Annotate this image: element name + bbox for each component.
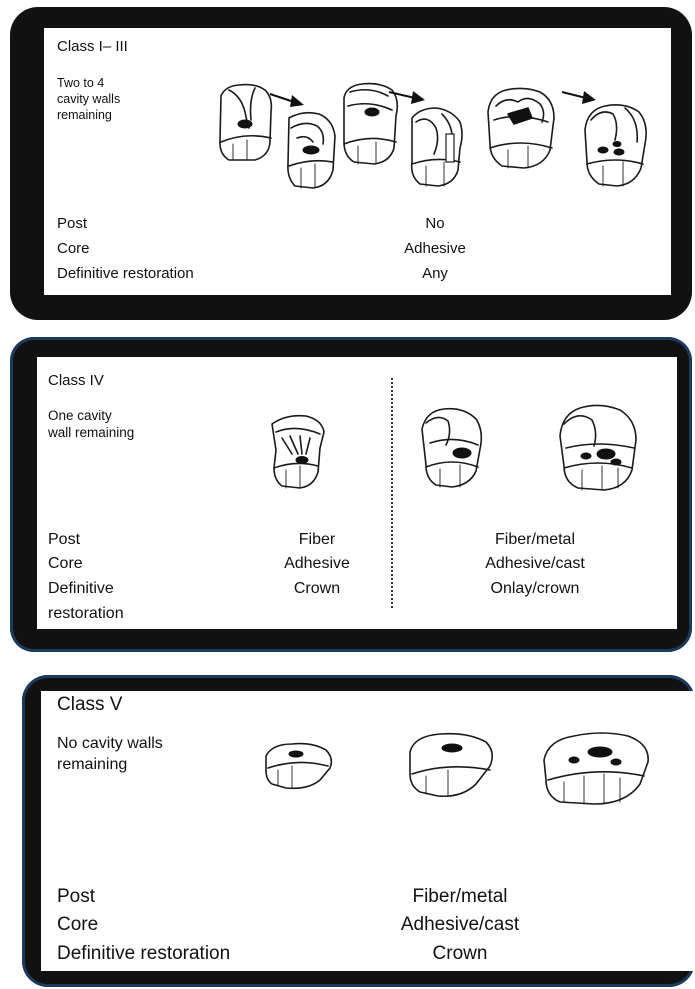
label-core: Core (57, 240, 90, 257)
panel-title: Class IV (48, 372, 104, 389)
value-post: Fiber/metal (412, 886, 508, 907)
tooth-icon (584, 104, 647, 187)
panel-title: Class V (57, 694, 123, 715)
label-core: Core (57, 914, 99, 935)
panel-title: Class I– III (57, 38, 128, 55)
tooth-icon (543, 732, 649, 805)
tooth-icon (265, 742, 333, 790)
tooth-icon (421, 407, 483, 488)
tooth-icon (487, 87, 555, 169)
label-core: Core (48, 555, 83, 572)
value-core-left: Adhesive (284, 555, 350, 572)
value-post-left: Fiber (298, 531, 336, 548)
label-definitive-restoration: Definitive restoration (57, 265, 194, 282)
tooth-icon (271, 414, 325, 489)
arrow-right-icon (561, 91, 596, 104)
value-post-right: Fiber/metal (494, 531, 576, 548)
label-post: Post (57, 886, 96, 907)
panel-subtitle: Two to 4 cavity walls remaining (57, 76, 121, 122)
tooth-icon (219, 83, 273, 161)
label-post: Post (57, 215, 88, 232)
label-restoration: restoration (48, 605, 124, 622)
label-definitive: Definitive (48, 580, 114, 597)
panel-class-4 (10, 337, 692, 652)
label-post: Post (48, 531, 81, 548)
value-post: No (425, 215, 445, 232)
panel-class-5 (22, 675, 695, 987)
value-definitive-restoration: Crown (432, 943, 488, 964)
tooth-icon (343, 82, 399, 165)
panel-subtitle: No cavity walls remaining (57, 735, 163, 773)
value-core: Adhesive/cast (400, 914, 520, 935)
arrow-right-icon (269, 93, 304, 107)
value-definitive-restoration: Any (422, 265, 448, 282)
value-core: Adhesive (404, 240, 466, 257)
value-restoration-left: Crown (293, 580, 341, 597)
panel-class-4-content (37, 357, 677, 629)
tooth-icon (559, 404, 637, 491)
tooth-icon (410, 107, 463, 187)
tooth-icon (287, 111, 336, 189)
arrow-right-icon (388, 91, 425, 104)
divider-dotted (391, 378, 393, 608)
value-core-right: Adhesive/cast (485, 555, 585, 572)
label-definitive-restoration: Definitive restoration (57, 943, 231, 964)
tooth-icon (409, 732, 494, 798)
panel-subtitle: One cavity wall remaining (48, 408, 135, 440)
value-restoration-right: Onlay/crown (490, 580, 580, 597)
